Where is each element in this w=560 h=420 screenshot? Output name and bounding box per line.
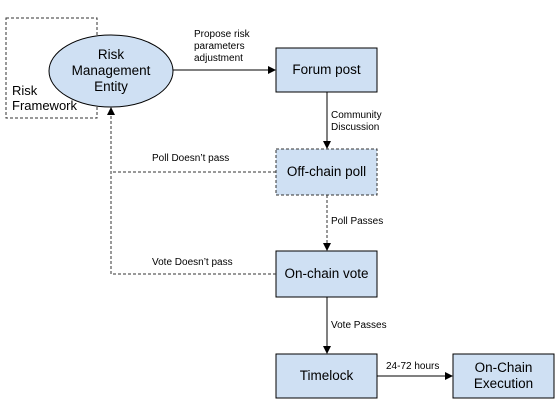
onchain-vote-box <box>275 250 378 298</box>
offchain-poll-label: Off-chain poll <box>286 164 367 179</box>
poll-fail-label: Poll Doesn’t pass <box>152 153 230 164</box>
timelock-box <box>275 353 378 399</box>
timelock-label: Timelock <box>299 368 354 383</box>
onchain-execution-label: On-Chain Execution <box>473 360 534 391</box>
propose-label: Propose risk parameters adjustment <box>194 29 250 64</box>
onchain-execution-box <box>452 353 555 399</box>
risk-framework-label: Risk Framework <box>12 83 78 113</box>
forum-post-box <box>275 47 378 93</box>
community-discussion-label: Community Discussion <box>331 110 382 133</box>
risk-entity-label: Risk Management Entity <box>71 47 151 94</box>
hours-label: 24-72 hours <box>386 361 440 372</box>
poll-passes-label: Poll Passes <box>331 216 384 227</box>
vote-fail-label: Vote Doesn’t pass <box>152 257 233 268</box>
vote-passes-label: Vote Passes <box>331 320 387 331</box>
onchain-vote-label: On-chain vote <box>284 266 369 281</box>
forum-post-label: Forum post <box>292 62 361 77</box>
